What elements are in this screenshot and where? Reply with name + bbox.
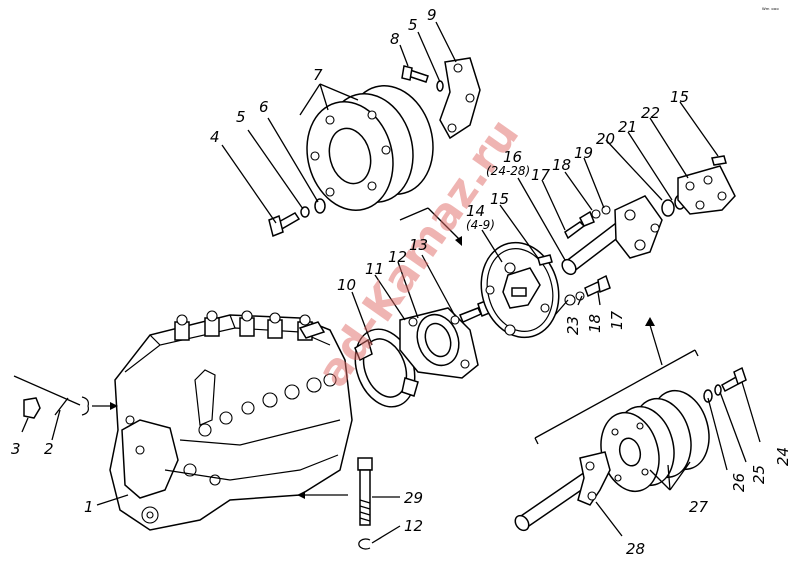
label-15-upper: 15 (670, 88, 689, 106)
label-12-upper: 12 (388, 248, 407, 266)
label-22: 22 (641, 104, 660, 122)
key-part-15-upper (711, 155, 727, 166)
label-14: 14 (466, 202, 485, 220)
label-5a: 5 (236, 108, 246, 126)
coupling-flange-10 (354, 328, 419, 408)
label-6: 6 (259, 98, 269, 116)
arrow-to-pump (297, 491, 348, 499)
label-16-range: (24-28) (486, 164, 530, 178)
label-17-upper: 17 (531, 166, 551, 184)
shaft-assembly-16 (561, 195, 663, 276)
label-27: 27 (689, 498, 709, 516)
corner-mark: ᵂᵐ ᵒᵒᵒ (762, 7, 779, 14)
bolt-8-washer-5 (401, 65, 444, 92)
flange-9 (439, 57, 481, 140)
label-2: 2 (44, 440, 54, 458)
arrow-lower-bracket (534, 317, 699, 445)
label-29: 29 (404, 489, 423, 507)
label-28: 28 (626, 540, 645, 558)
label-26: 26 (730, 473, 748, 492)
label-23: 23 (564, 316, 582, 335)
washer-12-lower (358, 538, 371, 550)
label-7: 7 (313, 66, 323, 84)
bracket-arrow-2 (13, 375, 118, 416)
label-17-lower: 17 (608, 310, 626, 330)
label-8: 8 (390, 30, 400, 48)
label-15-lower: 15 (490, 190, 509, 208)
label-24: 24 (774, 447, 792, 466)
label-13: 13 (409, 236, 428, 254)
nut-part-3 (21, 397, 41, 433)
label-1: 1 (84, 498, 94, 516)
label-3: 3 (11, 440, 21, 458)
label-19: 19 (574, 144, 593, 162)
drive-coupling-14 (480, 241, 560, 339)
bolt-17-lower (564, 274, 611, 306)
bolt-17-upper (564, 205, 611, 240)
label-10: 10 (337, 276, 356, 294)
label-5b: 5 (408, 16, 418, 34)
label-18-lower: 18 (586, 314, 604, 333)
label-4: 4 (210, 128, 220, 146)
plate-22 (677, 165, 736, 215)
leader-lines (51, 21, 761, 544)
bolt-24-washers-25-26 (703, 366, 747, 403)
label-18-upper: 18 (552, 156, 571, 174)
key-part-15-lower (537, 254, 553, 266)
label-20: 20 (596, 130, 615, 148)
label-16: 16 (503, 148, 522, 166)
flange-plate-11 (399, 307, 479, 379)
label-21: 21 (618, 118, 637, 136)
label-25: 25 (750, 465, 768, 484)
bolt-29 (357, 457, 373, 526)
label-9: 9 (427, 6, 437, 24)
arrow-upper-bracket (399, 207, 462, 246)
disc-pack-7 (306, 85, 434, 211)
label-11: 11 (365, 260, 384, 278)
fuel-pump-body (109, 310, 353, 531)
label-14-range: (4-9) (466, 218, 495, 232)
disc-pack-27 (600, 389, 710, 493)
shaft-28 (514, 451, 611, 532)
bolt-4-washers-5-6 (268, 198, 326, 238)
label-12-lower: 12 (404, 517, 423, 535)
